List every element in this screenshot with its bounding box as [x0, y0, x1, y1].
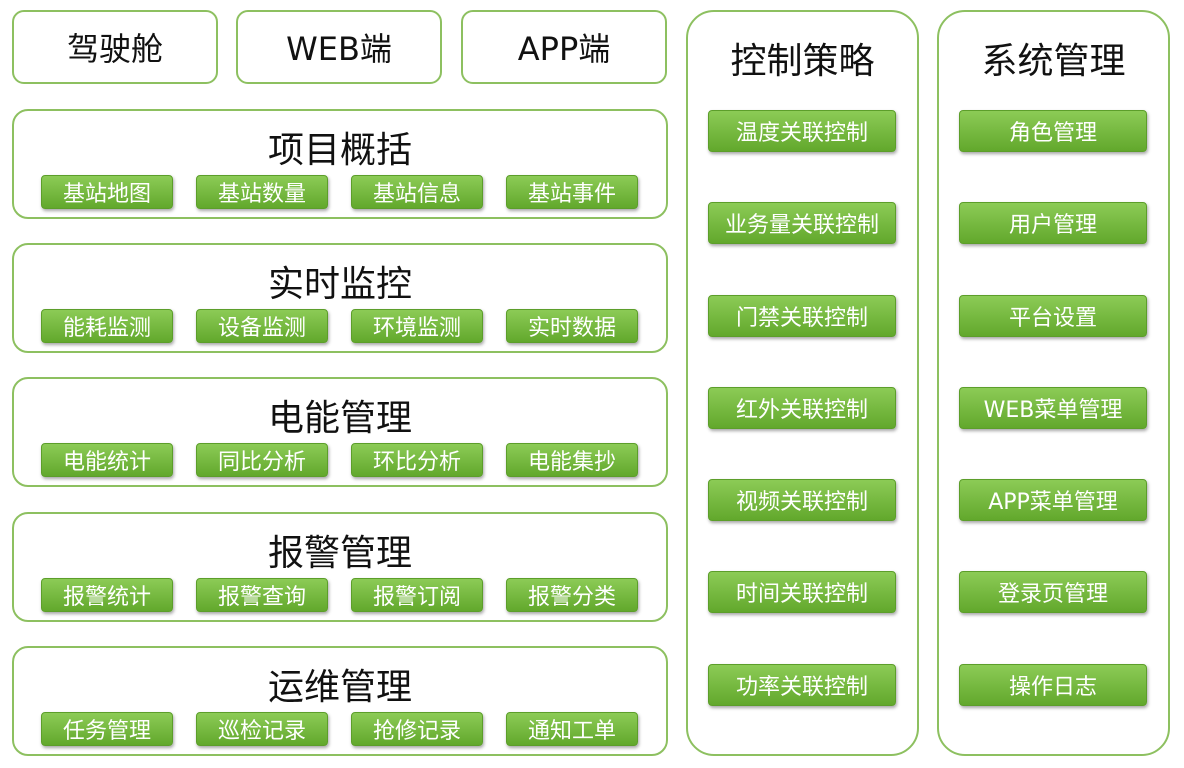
module-button[interactable]: 报警分类 — [506, 578, 638, 612]
group-energy-management: 电能管理 电能统计 同比分析 环比分析 电能集抄 — [12, 377, 668, 487]
module-button[interactable]: 报警统计 — [41, 578, 173, 612]
group-title: 报警管理 — [267, 533, 412, 574]
tab-web[interactable]: WEB端 — [236, 10, 442, 84]
column-control-strategy: 控制策略 温度关联控制 业务量关联控制 门禁关联控制 红外关联控制 视频关联控制… — [686, 10, 919, 756]
tab-cockpit-label: 驾驶舱 — [66, 30, 163, 68]
group-operations-management: 运维管理 任务管理 巡检记录 抢修记录 通知工单 — [12, 646, 668, 756]
column-system-management: 系统管理 角色管理 用户管理 平台设置 WEB菜单管理 APP菜单管理 登录页管… — [937, 10, 1170, 756]
system-button[interactable]: WEB菜单管理 — [959, 387, 1147, 429]
module-button[interactable]: 同比分析 — [196, 443, 328, 477]
strategy-button[interactable]: 视频关联控制 — [708, 479, 896, 521]
module-button[interactable]: 抢修记录 — [351, 712, 483, 746]
strategy-button[interactable]: 业务量关联控制 — [708, 202, 896, 244]
module-button[interactable]: 设备监测 — [196, 309, 328, 343]
system-button[interactable]: 用户管理 — [959, 202, 1147, 244]
module-button[interactable]: 巡检记录 — [196, 712, 328, 746]
group-title: 电能管理 — [267, 398, 412, 439]
module-button[interactable]: 基站事件 — [506, 175, 638, 209]
module-button[interactable]: 报警订阅 — [351, 578, 483, 612]
strategy-button[interactable]: 时间关联控制 — [708, 571, 896, 613]
group-title: 实时监控 — [267, 264, 412, 305]
strategy-button[interactable]: 门禁关联控制 — [708, 295, 896, 337]
module-button[interactable]: 基站数量 — [196, 175, 328, 209]
tab-app-label: APP端 — [517, 30, 611, 68]
group-title: 项目概括 — [267, 130, 412, 171]
system-button[interactable]: 操作日志 — [959, 664, 1147, 706]
module-button[interactable]: 环境监测 — [351, 309, 483, 343]
system-button[interactable]: 角色管理 — [959, 110, 1147, 152]
tab-app[interactable]: APP端 — [461, 10, 667, 84]
group-realtime-monitoring: 实时监控 能耗监测 设备监测 环境监测 实时数据 — [12, 243, 668, 353]
tab-web-label: WEB端 — [286, 30, 392, 68]
module-button[interactable]: 电能统计 — [41, 443, 173, 477]
system-button[interactable]: APP菜单管理 — [959, 479, 1147, 521]
system-button[interactable]: 平台设置 — [959, 295, 1147, 337]
group-title: 运维管理 — [267, 667, 412, 708]
group-alarm-management: 报警管理 报警统计 报警查询 报警订阅 报警分类 — [12, 512, 668, 622]
module-button[interactable]: 基站地图 — [41, 175, 173, 209]
module-button[interactable]: 基站信息 — [351, 175, 483, 209]
module-button[interactable]: 报警查询 — [196, 578, 328, 612]
system-button[interactable]: 登录页管理 — [959, 571, 1147, 613]
tab-cockpit[interactable]: 驾驶舱 — [12, 10, 218, 84]
module-button[interactable]: 环比分析 — [351, 443, 483, 477]
group-project-overview: 项目概括 基站地图 基站数量 基站信息 基站事件 — [12, 109, 668, 219]
module-button[interactable]: 通知工单 — [506, 712, 638, 746]
module-button[interactable]: 能耗监测 — [41, 309, 173, 343]
module-button[interactable]: 电能集抄 — [506, 443, 638, 477]
strategy-button[interactable]: 温度关联控制 — [708, 110, 896, 152]
strategy-button[interactable]: 功率关联控制 — [708, 664, 896, 706]
module-button[interactable]: 任务管理 — [41, 712, 173, 746]
module-button[interactable]: 实时数据 — [506, 309, 638, 343]
column-title: 系统管理 — [981, 41, 1126, 82]
strategy-button[interactable]: 红外关联控制 — [708, 387, 896, 429]
column-title: 控制策略 — [730, 41, 875, 82]
